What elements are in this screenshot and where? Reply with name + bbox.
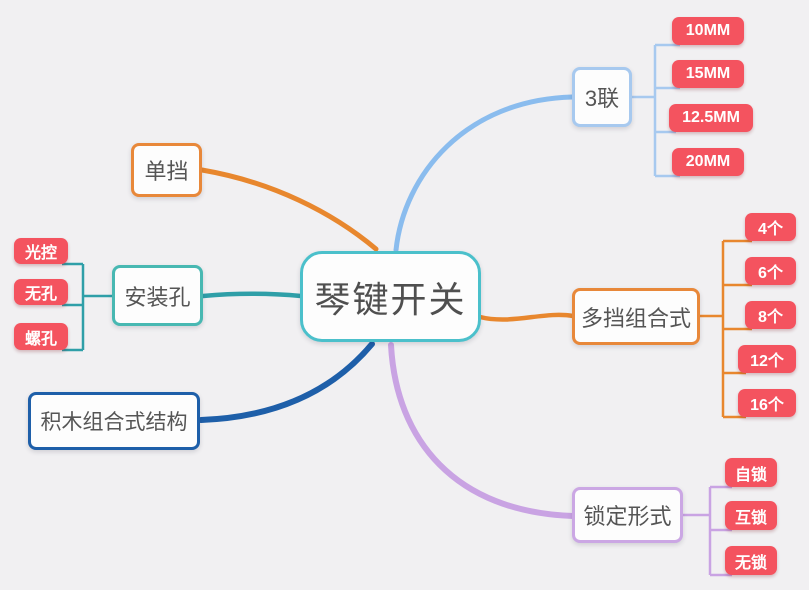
badge-20mm[interactable]: 20MM bbox=[672, 148, 744, 176]
badge-6ge[interactable]: 6个 bbox=[745, 257, 796, 285]
badge-15mm[interactable]: 15MM bbox=[672, 60, 744, 88]
badge-husuo[interactable]: 互锁 bbox=[725, 501, 777, 530]
branch-dandang[interactable]: 单挡 bbox=[131, 143, 202, 197]
badge-10mm[interactable]: 10MM bbox=[672, 17, 744, 45]
edge-center-to-anzhuangkong bbox=[200, 291, 304, 299]
edge-center-to-duodang bbox=[477, 312, 576, 322]
badge-12ge[interactable]: 12个 bbox=[738, 345, 796, 373]
badge-16ge[interactable]: 16个 bbox=[738, 389, 796, 417]
badge-guangkong[interactable]: 光控 bbox=[14, 238, 68, 264]
bracket-suoding bbox=[683, 485, 732, 577]
branch-anzhuangkong[interactable]: 安装孔 bbox=[112, 265, 203, 326]
central-topic[interactable]: 琴键开关 bbox=[300, 251, 481, 342]
edge-center-to-suoding bbox=[388, 342, 576, 519]
bracket-sanlian bbox=[632, 43, 680, 178]
badge-wusuo[interactable]: 无锁 bbox=[725, 546, 777, 575]
badge-wukong[interactable]: 无孔 bbox=[14, 279, 68, 305]
badge-luokong[interactable]: 螺孔 bbox=[14, 323, 68, 350]
branch-duodang[interactable]: 多挡组合式 bbox=[572, 288, 700, 345]
badge-4ge[interactable]: 4个 bbox=[745, 213, 796, 241]
edge-center-to-sanlian bbox=[393, 94, 575, 253]
edge-center-to-jimu bbox=[198, 341, 375, 423]
edge-center-to-dandang bbox=[199, 167, 379, 252]
branch-sanlian[interactable]: 3联 bbox=[572, 67, 632, 127]
branch-jimu[interactable]: 积木组合式结构 bbox=[28, 392, 200, 450]
branch-suoding[interactable]: 锁定形式 bbox=[572, 487, 683, 543]
badge-zisuo[interactable]: 自锁 bbox=[725, 458, 777, 487]
bracket-anzhuangkong bbox=[62, 262, 112, 352]
bracket-duodang bbox=[700, 239, 752, 419]
badge-12-5mm[interactable]: 12.5MM bbox=[669, 104, 753, 132]
badge-8ge[interactable]: 8个 bbox=[745, 301, 796, 329]
